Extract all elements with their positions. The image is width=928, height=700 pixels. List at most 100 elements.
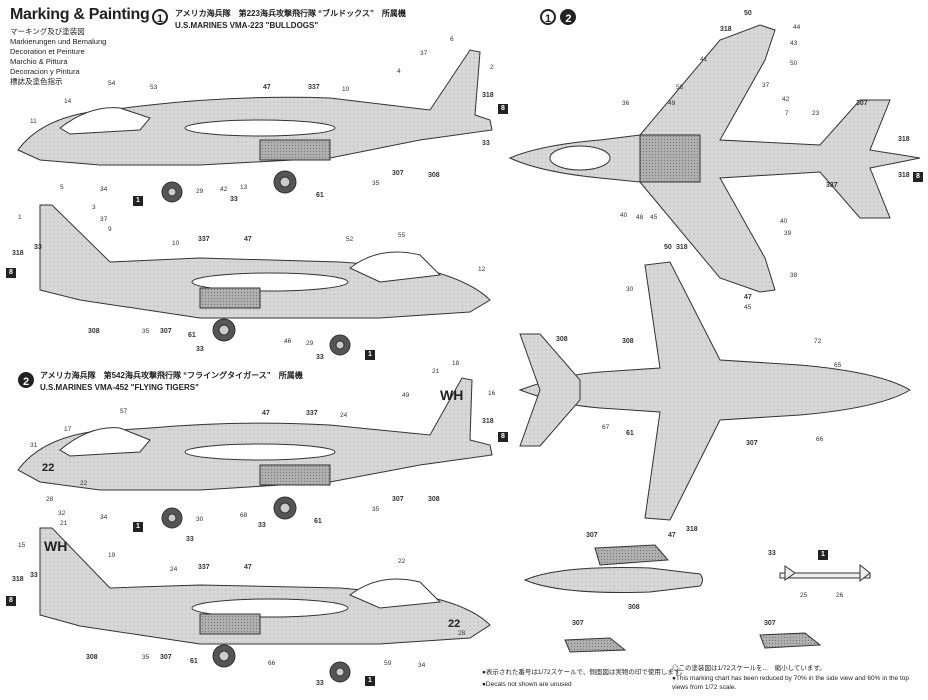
callout: 37 bbox=[100, 216, 108, 223]
callout: 23 bbox=[812, 110, 820, 117]
pylon-parts bbox=[564, 544, 822, 653]
callout: 40 bbox=[780, 218, 788, 225]
callout: 14 bbox=[64, 98, 72, 105]
callout: 318 bbox=[12, 576, 24, 583]
callout: 318 bbox=[482, 92, 494, 99]
callout: 50 bbox=[664, 244, 672, 251]
callout: 50 bbox=[790, 60, 798, 67]
side-view-2a bbox=[17, 377, 493, 529]
callout-box: 1 bbox=[365, 676, 375, 686]
callout: 21 bbox=[432, 368, 440, 375]
callout: 318 bbox=[482, 418, 494, 425]
callout: 35 bbox=[372, 506, 380, 513]
callout: 53 bbox=[150, 84, 158, 91]
callout: 24 bbox=[340, 412, 348, 419]
callout: 12 bbox=[478, 266, 486, 273]
callout: 28 bbox=[458, 630, 466, 637]
callout: 10 bbox=[172, 240, 180, 247]
callout: 307 bbox=[392, 170, 404, 177]
callout: 65 bbox=[834, 362, 842, 369]
callout: 10 bbox=[342, 86, 350, 93]
callout: 37 bbox=[762, 82, 770, 89]
callout: 33 bbox=[316, 680, 324, 687]
callout: 35 bbox=[372, 180, 380, 187]
callout: 61 bbox=[314, 518, 322, 525]
callout: 26 bbox=[836, 592, 844, 599]
callout: 308 bbox=[556, 336, 568, 343]
callout: 308 bbox=[86, 654, 98, 661]
callout: 45 bbox=[650, 214, 658, 221]
scheme1-title-jp: アメリカ海兵隊 第223海兵攻撃飛行隊 “ブルドックス” 所属機 bbox=[175, 9, 406, 18]
callout: 66 bbox=[816, 436, 824, 443]
callout: 307 bbox=[586, 532, 598, 539]
callout: 19 bbox=[108, 552, 116, 559]
callout: 72 bbox=[814, 338, 822, 345]
scheme1-title-en: U.S.MARINES VMA-223 "BULLDOGS" bbox=[175, 21, 319, 30]
callout: 59 bbox=[384, 660, 392, 667]
plan-view-bottom bbox=[518, 261, 911, 521]
callout: 49 bbox=[402, 392, 410, 399]
callout: 308 bbox=[88, 328, 100, 335]
callout-box: 8 bbox=[6, 596, 16, 606]
callout-box: 1 bbox=[818, 550, 828, 560]
callout: 318 bbox=[686, 526, 698, 533]
callout: 54 bbox=[108, 80, 116, 87]
callout: 32 bbox=[58, 510, 66, 517]
callout: 45 bbox=[744, 304, 752, 311]
callout: 37 bbox=[420, 50, 428, 57]
callout: 307 bbox=[160, 654, 172, 661]
callout: 33 bbox=[196, 346, 204, 353]
callout: 16 bbox=[488, 390, 496, 397]
callout: 308 bbox=[628, 604, 640, 611]
callout: 307 bbox=[572, 620, 584, 627]
title-line-it: Marchio & Pittura bbox=[10, 57, 68, 66]
callout: 307 bbox=[160, 328, 172, 335]
callout: 25 bbox=[800, 592, 808, 599]
callout: 6 bbox=[450, 36, 454, 43]
title-line-de: Markierungen und Bemalung bbox=[10, 37, 107, 46]
drop-tank bbox=[523, 567, 703, 593]
callout: 47 bbox=[668, 532, 676, 539]
callout: 68 bbox=[240, 512, 248, 519]
callout: 13 bbox=[240, 184, 248, 191]
callout: 39 bbox=[784, 230, 792, 237]
callout: 307 bbox=[856, 100, 868, 107]
title-line-es: Decoracion y Pintura bbox=[10, 67, 80, 76]
side-view-1a bbox=[17, 49, 493, 203]
note-jp-2: ◎この塗装図は1/72スケールを... 縮小しています。 bbox=[672, 665, 826, 672]
title-line-cn: 標誌及塗色指示 bbox=[10, 77, 63, 86]
note-en-1: ●Decals not shown are unused bbox=[482, 681, 572, 688]
callout: 35 bbox=[142, 328, 150, 335]
callout: 50 bbox=[744, 10, 752, 17]
callout-box: 1 bbox=[133, 196, 143, 206]
title-line-jp: マーキング及び塗装図 bbox=[10, 27, 85, 36]
callout: 24 bbox=[170, 566, 178, 573]
callout: 33 bbox=[30, 572, 38, 579]
callout: 21 bbox=[60, 520, 68, 527]
callout: 308 bbox=[622, 338, 634, 345]
callout: 35 bbox=[142, 654, 150, 661]
callout: 47 bbox=[244, 564, 252, 571]
scheme2-title-en: U.S.MARINES VMA-452 "FLYING TIGERS" bbox=[40, 383, 199, 392]
callout: 307 bbox=[746, 440, 758, 447]
both-schemes-badge: 1 2 bbox=[540, 9, 577, 27]
scheme2-badge: 2 bbox=[18, 372, 34, 390]
callout: 61 bbox=[190, 658, 198, 665]
missile bbox=[779, 563, 871, 583]
callout: 307 bbox=[764, 620, 776, 627]
callout: 318 bbox=[898, 136, 910, 143]
callout-box: 8 bbox=[498, 432, 508, 442]
callout: 318 bbox=[898, 172, 910, 179]
callout: 337 bbox=[198, 564, 210, 571]
callout: 33 bbox=[482, 140, 490, 147]
callout: 47 bbox=[744, 294, 752, 301]
callout: 7 bbox=[785, 110, 789, 117]
callout: 42 bbox=[220, 186, 228, 193]
callout: 56 bbox=[676, 84, 684, 91]
callout: 46 bbox=[284, 338, 292, 345]
tail-code-b: WH bbox=[44, 538, 68, 554]
nose-number-b: 22 bbox=[448, 618, 461, 630]
callout: 337 bbox=[306, 410, 318, 417]
callout: 44 bbox=[793, 24, 801, 31]
callout: 61 bbox=[626, 430, 634, 437]
